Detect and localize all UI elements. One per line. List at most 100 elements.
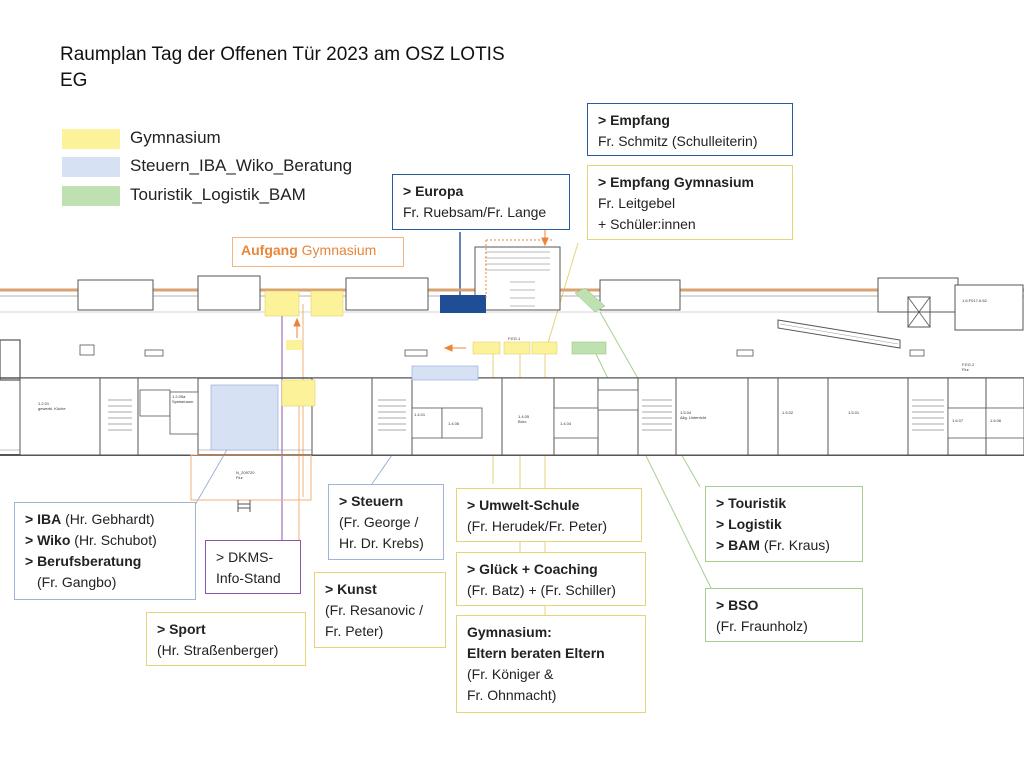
callout-sport: > Sport (Hr. Straßenberger): [146, 612, 306, 666]
callout-line: > Umwelt-Schule: [467, 497, 580, 513]
plan-label: Flur: [236, 475, 244, 480]
callout-dkms: > DKMS- Info-Stand: [205, 540, 301, 594]
plan-label: Allg. Unterricht: [680, 415, 707, 420]
area-dkms: [286, 340, 302, 350]
callout-line: (Fr. Resanovic /: [325, 602, 424, 618]
area-gymnasium-aufgang-1: [264, 290, 300, 317]
callout-umwelt-schule: > Umwelt-Schule (Fr. Herudek/Fr. Peter): [456, 488, 642, 542]
callout-line: > Glück + Coaching: [467, 561, 598, 577]
callout-line: > Empfang: [598, 112, 670, 128]
callout-line: Gymnasium:: [467, 624, 552, 640]
plan-label: 1.4.06: [448, 421, 460, 426]
area-europa: [440, 295, 486, 313]
plan-label: 1.6.F017-6.62: [962, 298, 988, 303]
callout-line: (Hr. Straßenberger): [157, 642, 279, 658]
plan-label: Flur: [962, 367, 970, 372]
callout-europa: > Europa Fr. Ruebsam/Fr. Lange: [392, 174, 570, 230]
area-touristik: [574, 287, 606, 313]
plan-label: 1.6.07: [952, 418, 964, 423]
callout-rest: (Hr. Schubot): [70, 532, 157, 548]
plan-label: 1.2.01: [38, 401, 50, 406]
plan-label: 1.5.01: [848, 410, 860, 415]
legend-swatch-gymnasium: [62, 129, 120, 149]
callout-line: > DKMS-: [216, 549, 274, 565]
callout-line: (Fr. Herudek/Fr. Peter): [467, 518, 608, 534]
callout-line: (Fr. Gangbo): [37, 574, 117, 590]
plan-label: Speiseraum: [172, 399, 194, 404]
plan-label: 1.4.04: [560, 421, 572, 426]
area-umwelt: [472, 341, 501, 355]
callout-bso: > BSO (Fr. Fraunholz): [705, 588, 863, 642]
plan-label: 1.5.04: [680, 410, 692, 415]
callout-line: Fr. Ohnmacht): [467, 687, 557, 703]
callout-glueck-coaching: > Glück + Coaching (Fr. Batz) + (Fr. Sch…: [456, 552, 646, 606]
callout-line: Fr. Leitgebel: [598, 195, 676, 211]
callout-gymnasium-eltern: Gymnasium: Eltern beraten Eltern (Fr. Kö…: [456, 615, 646, 713]
callout-line: > Sport: [157, 621, 206, 637]
aufgang-rest: Gymnasium: [297, 242, 377, 258]
plan-label: 1.2.05a: [172, 394, 186, 399]
callout-line: Hr. Dr. Krebs): [339, 535, 424, 551]
page-title: Raumplan Tag der Offenen Tür 2023 am OSZ…: [60, 42, 505, 94]
connector-iba: [194, 447, 229, 506]
plan-label: gewerbl. Küche: [38, 406, 66, 411]
callout-line: > IBA (Hr. Gebhardt): [25, 509, 187, 530]
callout-line: (Fr. George /: [339, 514, 419, 530]
callout-rest: (Fr. Kraus): [759, 537, 830, 553]
plan-label: 1.5.02: [782, 410, 794, 415]
area-gymnasium-aufgang-2: [310, 290, 344, 317]
callout-line: > Empfang Gymnasium: [598, 174, 754, 190]
callout-line: > Berufsberatung: [25, 553, 142, 569]
plan-label: Büro: [518, 419, 527, 424]
callout-line: > BAM (Fr. Kraus): [716, 535, 854, 556]
area-kunst: [281, 379, 316, 407]
callout-line: Eltern beraten Eltern: [467, 645, 605, 661]
callout-line: > Europa: [403, 183, 464, 199]
callout-line: > Steuern: [339, 493, 404, 509]
legend-swatch-steuern: [62, 157, 120, 177]
plan-label: 1.4.01: [414, 412, 426, 417]
callout-iba-wiko-berufsberatung: > IBA (Hr. Gebhardt) > Wiko (Hr. Schubot…: [14, 502, 196, 600]
callout-line: (Fr. Königer &: [467, 666, 554, 682]
legend-swatch-touristik: [62, 186, 120, 206]
callout-line: (Fr. Fraunholz): [716, 618, 808, 634]
callout-line: Info-Stand: [216, 570, 281, 586]
aufgang-gymnasium-label: Aufgang Gymnasium: [232, 237, 404, 267]
callout-rest: (Hr. Gebhardt): [61, 511, 155, 527]
callout-empfang: > Empfang Fr. Schmitz (Schulleiterin): [587, 103, 793, 156]
callout-kunst: > Kunst (Fr. Resanovic / Fr. Peter): [314, 572, 446, 648]
callout-empfang-gymnasium: > Empfang Gymnasium Fr. Leitgebel + Schü…: [587, 165, 793, 240]
callout-line: > BSO: [716, 597, 759, 613]
legend-label: Steuern_IBA_Wiko_Beratung: [130, 156, 353, 175]
plan-label: 1.4.05: [518, 414, 530, 419]
callout-bold: > IBA: [25, 511, 62, 527]
plan-label: N_209720: [236, 470, 255, 475]
plan-label: 1.6.06: [990, 418, 1002, 423]
title-line-1: Raumplan Tag der Offenen Tür 2023 am OSZ…: [60, 44, 505, 65]
area-glueck: [503, 341, 531, 355]
callout-line: (Fr. Batz) + (Fr. Schiller): [467, 582, 616, 598]
callout-line: Fr. Schmitz (Schulleiterin): [598, 133, 758, 149]
plan-label: F.EG.1: [508, 336, 521, 341]
legend-label: Gymnasium: [130, 128, 221, 147]
title-line-2: EG: [60, 70, 88, 91]
callout-bold: > BAM: [716, 537, 760, 553]
callout-bold: > Wiko: [25, 532, 71, 548]
area-eltern: [531, 341, 558, 355]
callout-touristik-logistik-bam: > Touristik > Logistik > BAM (Fr. Kraus): [705, 486, 863, 562]
plan-label: F.EG.2: [962, 362, 975, 367]
callout-steuern: > Steuern (Fr. George / Hr. Dr. Krebs): [328, 484, 444, 560]
connector-empfang-gym: [547, 242, 579, 344]
callout-line: > Touristik: [716, 495, 787, 511]
callout-line: > Wiko (Hr. Schubot): [25, 530, 187, 551]
area-bso: [571, 341, 607, 355]
callout-line: + Schüler:innen: [598, 216, 696, 232]
legend-label: Touristik_Logistik_BAM: [130, 185, 306, 204]
callout-line: Fr. Peter): [325, 623, 384, 639]
aufgang-bold: Aufgang: [241, 242, 298, 258]
callout-line: > Logistik: [716, 516, 782, 532]
callout-line: Fr. Ruebsam/Fr. Lange: [403, 204, 547, 220]
callout-line: > Kunst: [325, 581, 377, 597]
area-iba-wiko: [210, 384, 279, 451]
